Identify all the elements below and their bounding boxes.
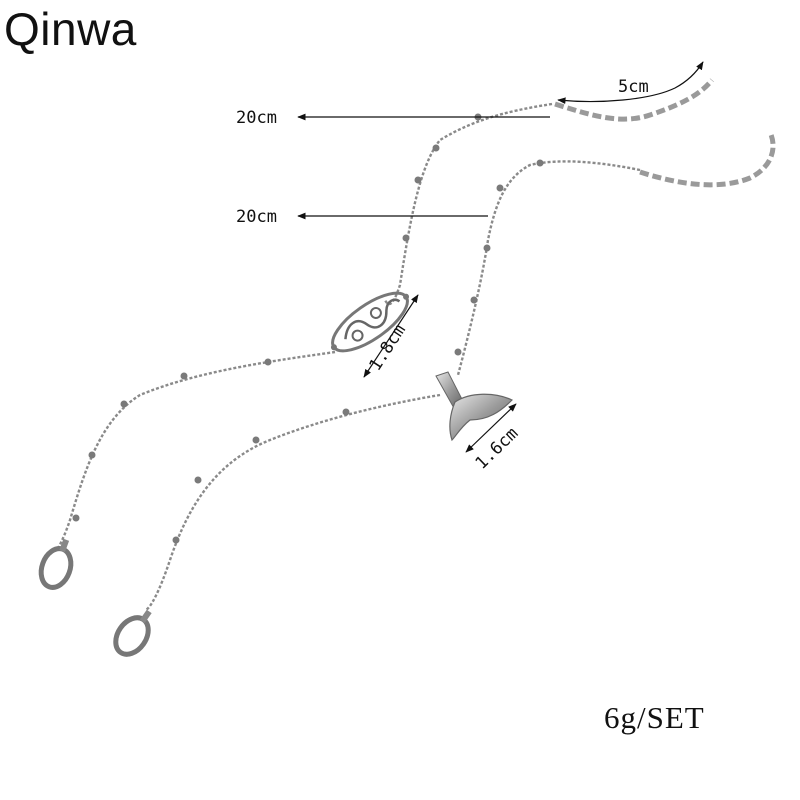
lobster-clasp-icon: [38, 538, 74, 590]
dimension-filigree: 1.8cm: [363, 294, 419, 378]
brand-logo: Qinwa: [4, 3, 137, 55]
dimension-chain-a: 20cm: [236, 108, 550, 128]
chain-a-length-label: 20cm: [236, 108, 277, 128]
filigree-size-label: 1.8cm: [365, 321, 410, 375]
whale-tail-icon: [435, 371, 514, 442]
lobster-clasp-icon: [113, 609, 152, 657]
whale-tail-size-label: 1.6cm: [472, 424, 523, 474]
chain-b: [144, 130, 776, 612]
chain-b-length-label: 20cm: [236, 207, 277, 227]
filigree-charm-icon: [330, 291, 410, 353]
chain-a: [56, 78, 714, 549]
dimension-chain-b: 20cm: [236, 207, 488, 227]
dimension-extender: 5cm: [557, 61, 704, 105]
product-weight-label: 6g/SET: [604, 700, 705, 735]
extender-length-label: 5cm: [618, 77, 649, 97]
